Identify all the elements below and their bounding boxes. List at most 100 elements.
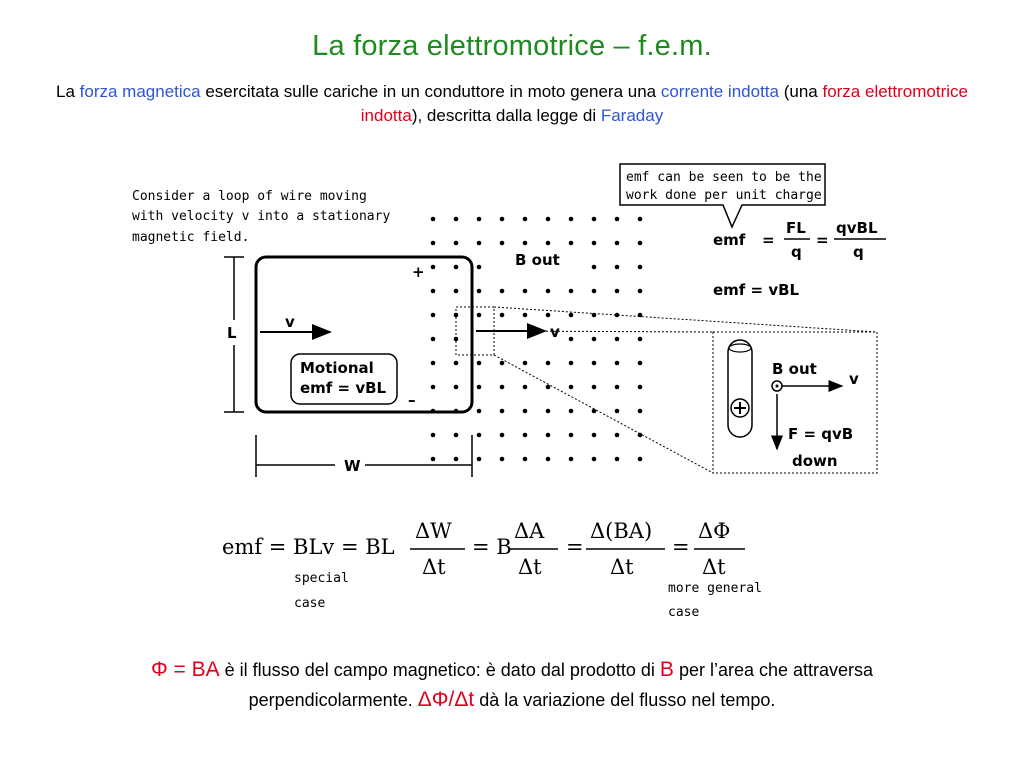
intro-line: with velocity v into a stationary xyxy=(132,209,390,224)
special-case-label: case xyxy=(294,596,325,611)
speech-bubble xyxy=(619,163,826,229)
field-dot xyxy=(430,432,436,438)
field-dot xyxy=(499,360,505,366)
fraction-numerator: ΔΦ xyxy=(698,519,730,543)
field-dot xyxy=(568,456,574,462)
field-dot xyxy=(614,240,620,246)
field-dot xyxy=(568,384,574,390)
field-dot xyxy=(522,384,528,390)
svg-text:=: = xyxy=(816,231,829,249)
field-dot xyxy=(522,288,528,294)
term-corrente-indotta: corrente indotta xyxy=(660,82,779,101)
fraction-numerator: ΔW xyxy=(415,519,452,543)
field-dot xyxy=(591,408,597,414)
term-faraday: Faraday xyxy=(600,106,664,125)
fraction-denominator: Δt xyxy=(518,555,542,579)
subtitle-text: esercitata sulle cariche in un conduttor… xyxy=(200,82,661,101)
field-dot xyxy=(430,456,436,462)
wire-loop xyxy=(254,255,474,414)
field-dot xyxy=(614,264,620,270)
field-dot xyxy=(614,312,620,318)
fraction-numerator: Δ(BA) xyxy=(590,519,652,543)
field-dot xyxy=(637,240,643,246)
field-dot xyxy=(430,312,436,318)
field-dot xyxy=(476,360,482,366)
subtitle-text: La xyxy=(56,82,80,101)
field-dot xyxy=(430,336,436,342)
force-direction-label: down xyxy=(792,452,838,470)
slide-subtitle: La forza magnetica esercitata sulle cari… xyxy=(40,80,984,128)
field-dot xyxy=(499,216,505,222)
field-dot xyxy=(453,456,459,462)
field-dot xyxy=(476,312,482,318)
svg-text:q: q xyxy=(791,243,802,261)
field-dot xyxy=(591,240,597,246)
equation-part: = xyxy=(566,535,584,559)
footer-text: è il flusso del campo magnetico: è dato … xyxy=(219,660,660,680)
field-dot xyxy=(568,288,574,294)
field-dot xyxy=(453,360,459,366)
zoom-velocity-label: v xyxy=(849,370,859,388)
equation-part: = B xyxy=(472,535,512,559)
field-dot xyxy=(614,216,620,222)
magnetic-field-dots xyxy=(430,216,643,462)
emf-vbl-equation: emf = vBL xyxy=(713,281,800,299)
bubble-line: work done per unit charge xyxy=(626,188,822,203)
field-dot xyxy=(453,216,459,222)
field-dot xyxy=(614,408,620,414)
field-dot xyxy=(522,408,528,414)
field-dot xyxy=(476,264,482,270)
term-forza-magnetica: forza magnetica xyxy=(79,82,201,101)
field-dot xyxy=(430,264,436,270)
svg-text:emf: emf xyxy=(713,231,746,249)
motional-emf-box xyxy=(290,353,398,405)
field-dot xyxy=(545,312,551,318)
subtitle-text: (una xyxy=(778,82,823,101)
field-dot xyxy=(545,240,551,246)
field-dot xyxy=(591,216,597,222)
field-dot xyxy=(453,240,459,246)
field-dot xyxy=(591,384,597,390)
field-dot xyxy=(568,240,574,246)
field-dot xyxy=(545,432,551,438)
field-dot xyxy=(476,456,482,462)
fraction-denominator: Δt xyxy=(702,555,726,579)
field-dot xyxy=(591,288,597,294)
field-dot xyxy=(591,432,597,438)
field-dot xyxy=(614,336,620,342)
field-dot xyxy=(430,384,436,390)
field-dot xyxy=(545,360,551,366)
bubble-line: emf can be seen to be the xyxy=(626,170,822,185)
field-dot xyxy=(614,288,620,294)
flux-rate-formula: ΔΦ/Δt xyxy=(417,688,475,711)
field-dot xyxy=(476,288,482,294)
field-dot xyxy=(522,312,528,318)
field-dot xyxy=(614,384,620,390)
plus-sign: + xyxy=(412,263,425,281)
field-dot xyxy=(591,264,597,270)
field-dot xyxy=(614,456,620,462)
field-dot xyxy=(637,336,643,342)
field-dot xyxy=(453,384,459,390)
width-label: W xyxy=(344,457,361,475)
field-dot xyxy=(499,240,505,246)
field-dot xyxy=(430,360,436,366)
field-dot xyxy=(476,216,482,222)
fraction-denominator: Δt xyxy=(422,555,446,579)
field-dot xyxy=(637,216,643,222)
field-dot xyxy=(591,336,597,342)
velocity-label: v xyxy=(285,313,295,331)
field-dot xyxy=(476,240,482,246)
special-case-label: special xyxy=(294,571,349,586)
footer-text: dà la variazione del flusso nel tempo. xyxy=(474,690,776,710)
field-dot xyxy=(453,432,459,438)
motional-formula: emf = vBL xyxy=(300,379,387,397)
field-dot xyxy=(545,456,551,462)
field-dot xyxy=(430,288,436,294)
footer-line: Φ = BA è il flusso del campo magnetico: … xyxy=(30,655,994,685)
motional-label: Motional xyxy=(300,359,374,377)
field-dot xyxy=(499,312,505,318)
field-dot xyxy=(453,288,459,294)
field-dot xyxy=(476,432,482,438)
svg-text:q: q xyxy=(853,243,864,261)
